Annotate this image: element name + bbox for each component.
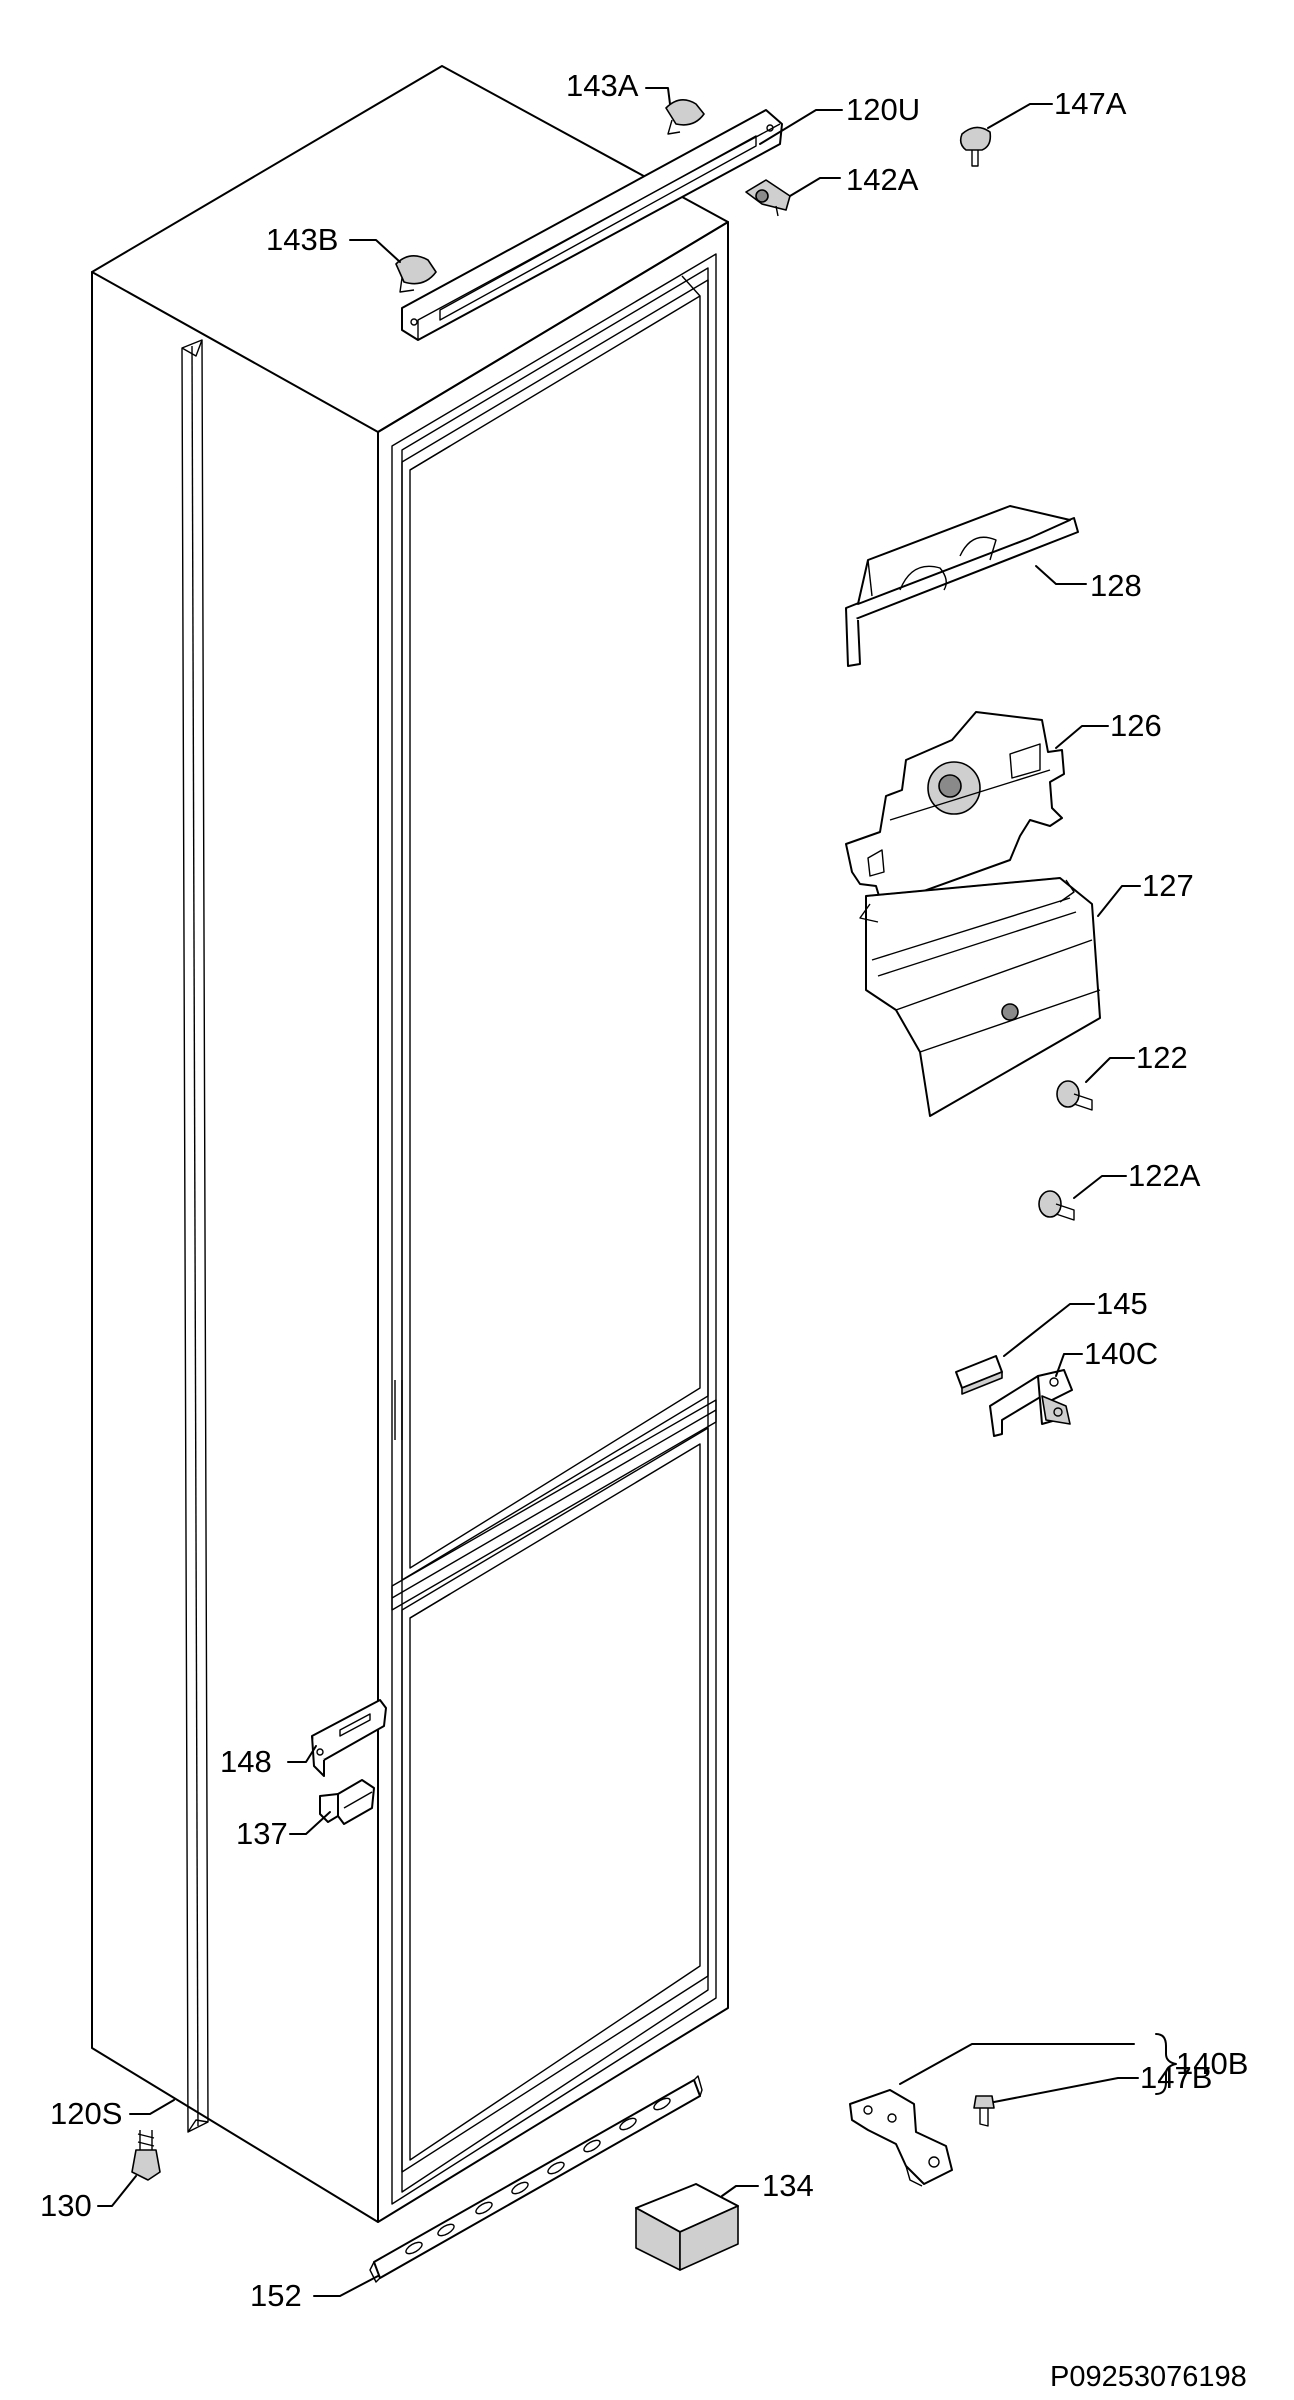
panel-127	[859, 877, 1101, 1117]
screw-147B	[973, 2095, 995, 2127]
label-130: 130	[40, 2188, 92, 2223]
cap-143B	[395, 255, 437, 293]
label-120S: 120S	[50, 2096, 122, 2131]
label-126: 126	[1110, 708, 1162, 743]
label-122A: 122A	[1128, 1158, 1201, 1193]
label-122: 122	[1136, 1040, 1188, 1075]
cover-128	[845, 505, 1079, 667]
label-128: 128	[1090, 568, 1142, 603]
label-140B: 140B	[1176, 2046, 1248, 2081]
label-147B: 147B	[1140, 2060, 1212, 2095]
screw-122	[1056, 1080, 1093, 1111]
bracket-126	[845, 711, 1065, 907]
label-140C: 140C	[1084, 1336, 1158, 1371]
label-147A: 147A	[1054, 86, 1127, 121]
drawing-code: P09253076198	[1050, 2361, 1247, 2393]
label-127: 127	[1142, 868, 1194, 903]
top-rail-120U	[401, 109, 783, 341]
leader-lines	[97, 87, 1141, 2297]
bracket-142A	[745, 179, 791, 217]
screw-147A	[959, 126, 992, 167]
block-134	[635, 2183, 739, 2271]
label-142A: 142A	[846, 162, 919, 197]
foot-screw-130	[131, 2130, 161, 2181]
label-143B: 143B	[266, 222, 338, 257]
base-rail-152	[369, 2075, 703, 2283]
hinge-140C	[989, 1369, 1073, 1437]
bracket-148	[311, 1699, 387, 1777]
cap-143A	[665, 99, 705, 135]
screw-122A	[1038, 1190, 1075, 1221]
label-120U: 120U	[846, 92, 920, 127]
label-134: 134	[762, 2168, 814, 2203]
hinge-140B	[849, 2089, 953, 2187]
label-148: 148	[220, 1744, 272, 1779]
label-152: 152	[250, 2278, 302, 2313]
refrigerator-cabinet	[91, 65, 729, 2223]
bracket-137	[319, 1779, 375, 1825]
label-145: 145	[1096, 1286, 1148, 1321]
part-labels: 143A 120U 147A 142A 143B 128 126 127 122…	[40, 68, 1248, 2393]
brace-140B	[1155, 2033, 1177, 2095]
label-137: 137	[236, 1816, 288, 1851]
label-143A: 143A	[566, 68, 639, 103]
plate-145	[955, 1355, 1003, 1395]
